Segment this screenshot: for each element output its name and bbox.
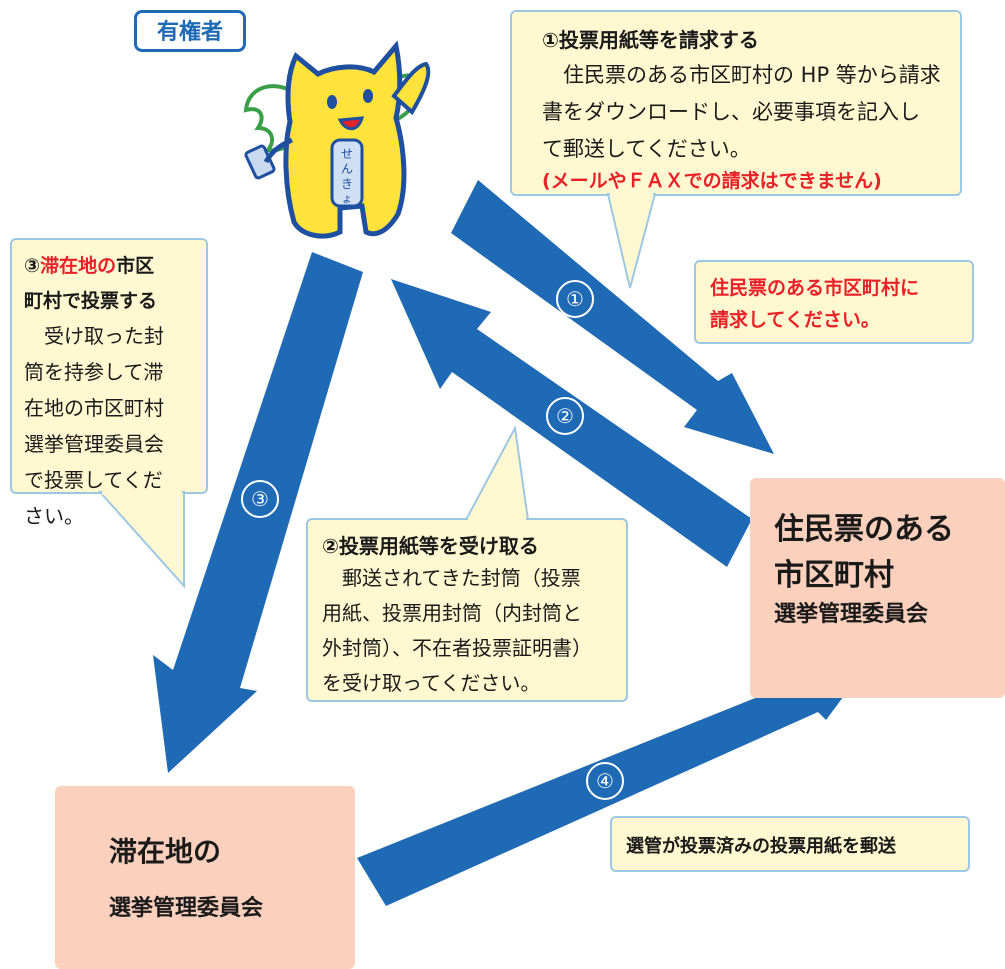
step1-note: (メールやＦＡＸでの請求はできません): [542, 170, 882, 192]
mascot-illustration: せ ん き ょ: [243, 40, 431, 239]
step3-line: 選挙管理委員会: [24, 432, 164, 456]
arrow-2-number: ②: [546, 397, 584, 435]
step2-bubble: ②投票用紙等を受け取る 郵送されてきた封筒（投票 用紙、投票用封筒（内封筒と 外…: [306, 518, 628, 702]
step3-bubble: ③滞在地の市区 町村で投票する 受け取った封 筒を持参して滞 在地の市区町村 選…: [10, 238, 208, 528]
step4-note-text: 選管が投票済みの投票用紙を郵送: [626, 836, 896, 857]
residence-box: 住民票のある 市区町村 選挙管理委員会: [750, 478, 1005, 698]
svg-text:せ: せ: [341, 147, 353, 161]
residence-line3: 選挙管理委員会: [774, 602, 929, 627]
svg-text:ん: ん: [341, 162, 353, 176]
step1-title: ①投票用紙等を請求する: [542, 28, 759, 52]
request-note-line1: 住民票のある市区町村に: [710, 277, 920, 299]
step3-line: 受け取った封: [24, 324, 164, 348]
step1-line: 住民票のある市区町村の HP 等から請求: [542, 63, 941, 87]
step3-num: ③: [24, 255, 41, 277]
step2-line: 用紙、投票用封筒（内封筒と: [322, 601, 582, 625]
request-note: 住民票のある市区町村に 請求してください。: [694, 260, 974, 344]
step3-line: さい。: [24, 504, 84, 528]
step3-line: 在地の市区町村: [24, 396, 164, 420]
svg-text:き: き: [341, 177, 353, 191]
residence-line1: 住民票のある: [774, 512, 954, 547]
step3-red: 滞在地の: [40, 255, 117, 277]
step2-line: 郵送されてきた封筒（投票: [322, 566, 581, 590]
voter-label: 有権者: [134, 10, 246, 52]
step3-line: 筒を持参して滞: [24, 360, 164, 384]
stay-line1: 滞在地の: [109, 835, 222, 868]
step2-line: 外封筒）、不在者投票証明書）: [322, 636, 592, 660]
step3-title-1: 市区: [116, 255, 155, 277]
svg-text:ょ: ょ: [342, 192, 353, 205]
step2-line: を受け取ってください。: [322, 671, 541, 695]
step2-title: ②投票用紙等を受け取る: [322, 534, 539, 558]
arrow-4: [357, 630, 893, 906]
step3-title-2: 町村で投票する: [24, 290, 158, 312]
arrow-1: [451, 180, 774, 454]
step1-line: て郵送してください。: [542, 137, 751, 161]
stay-line2: 選挙管理委員会: [109, 896, 264, 921]
arrow-1-number: ①: [556, 280, 594, 318]
step4-note: 選管が投票済みの投票用紙を郵送: [610, 816, 970, 872]
step3-line: で投票してくだ: [24, 468, 163, 492]
arrow-4-number: ④: [586, 762, 624, 800]
stay-box: 滞在地の 選挙管理委員会: [55, 786, 355, 969]
step1-line: 書をダウンロードし、必要事項を記入し: [542, 100, 920, 124]
residence-line2: 市区町村: [774, 558, 894, 593]
step1-bubble: ①投票用紙等を請求する 住民票のある市区町村の HP 等から請求 書をダウンロー…: [510, 10, 962, 196]
request-note-line2: 請求してください。: [710, 309, 880, 331]
arrow-3-number: ③: [241, 480, 279, 518]
